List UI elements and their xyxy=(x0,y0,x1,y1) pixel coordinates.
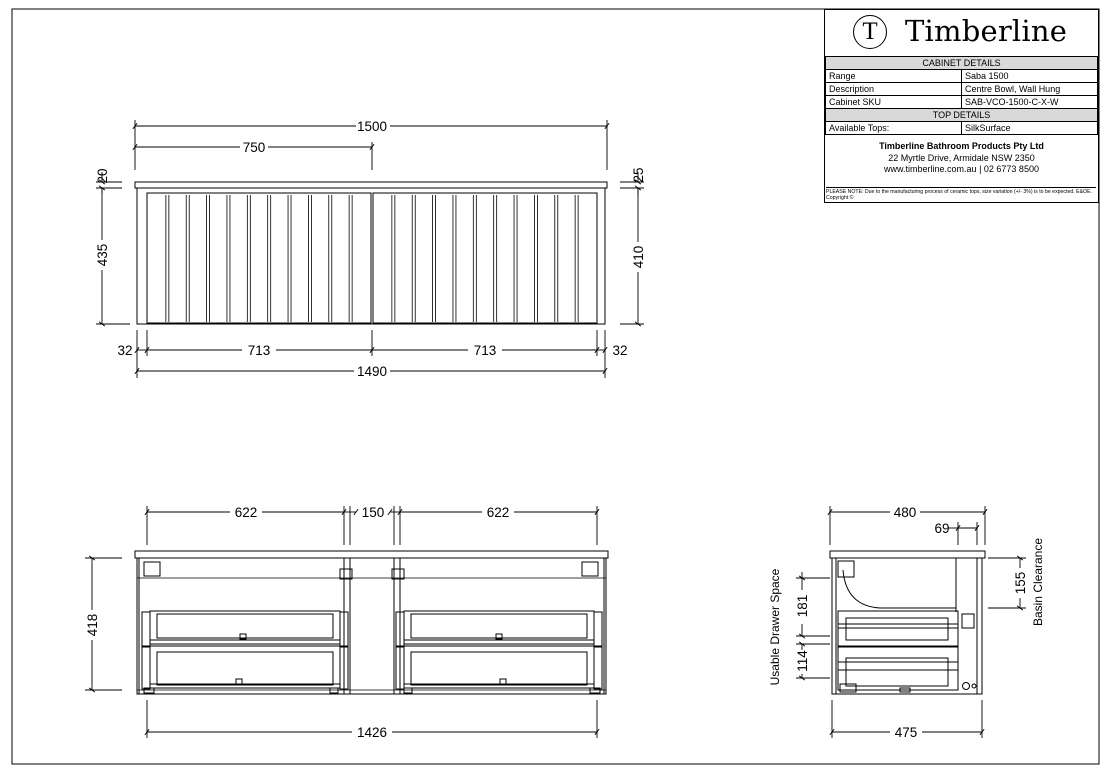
row-label-tops: Available Tops: xyxy=(825,121,962,135)
dim-overall-width: 1500 xyxy=(357,119,387,134)
dim-cabinet-height: 435 xyxy=(95,244,110,267)
right-door xyxy=(372,192,598,324)
company-contact: www.timberline.com.au | 02 6773 8500 xyxy=(884,164,1039,174)
dim-side-depth-bottom: 475 xyxy=(895,725,918,740)
table-row: Range Saba 1500 xyxy=(825,69,1098,83)
dim-centre-gap: 150 xyxy=(362,505,385,520)
row-value-sku: SAB-VCO-1500-C-X-W xyxy=(961,95,1098,109)
table-row: Description Centre Bowl, Wall Hung xyxy=(825,82,1098,96)
row-value-description: Centre Bowl, Wall Hung xyxy=(961,82,1098,96)
company-info: Timberline Bathroom Products Pty Ltd 22 … xyxy=(825,141,1098,176)
inside-view-dimensions xyxy=(85,506,600,738)
front-view xyxy=(134,181,608,325)
table-row: Cabinet SKU SAB-VCO-1500-C-X-W xyxy=(825,95,1098,109)
dim-side-gap-right: 32 xyxy=(612,343,627,358)
row-value-tops: SilkSurface xyxy=(961,121,1098,135)
top-details-heading: TOP DETAILS xyxy=(825,108,1098,122)
side-view xyxy=(829,550,986,695)
front-view-dimensions xyxy=(96,120,644,378)
title-block: T Timberline CABINET DETAILS Range Saba … xyxy=(824,9,1099,203)
dim-right-bay: 622 xyxy=(487,505,510,520)
cabinet-carcass xyxy=(136,187,606,325)
left-door-slats xyxy=(165,195,353,322)
usable-drawer-space-label: Usable Drawer Space xyxy=(768,568,782,685)
side-carcass xyxy=(831,557,983,695)
brand-name: Timberline xyxy=(905,14,1068,48)
company-address: 22 Myrtle Drive, Armidale NSW 2350 xyxy=(888,152,1035,163)
right-door-slats xyxy=(391,195,579,322)
dim-right-cabinet-height: 410 xyxy=(631,246,646,269)
side-view-dimensions xyxy=(796,506,1026,738)
dim-half-width: 750 xyxy=(243,140,266,155)
row-label-sku: Cabinet SKU xyxy=(825,95,962,109)
table-row: Available Tops: SilkSurface xyxy=(825,121,1098,135)
dim-lower-drawer: 114 xyxy=(795,650,810,672)
dim-bowl-offset: 69 xyxy=(934,521,949,536)
brand-logo: T Timberline xyxy=(825,10,1098,56)
row-label-description: Description xyxy=(825,82,962,96)
dim-side-depth-top: 480 xyxy=(894,505,917,520)
details-table: CABINET DETAILS Range Saba 1500 Descript… xyxy=(825,56,1098,135)
side-view-labels: 480 69 155 Basin Clearance 181 114 Usabl… xyxy=(768,505,1045,740)
dim-inside-height: 418 xyxy=(85,614,100,637)
dim-right-top-thickness: 25 xyxy=(631,167,646,182)
inside-carcass xyxy=(136,557,607,695)
cabinet-details-heading: CABINET DETAILS xyxy=(825,56,1098,70)
front-view-labels: 1500 750 20 435 25 410 32 713 713 32 149… xyxy=(95,119,646,379)
sheet-border xyxy=(11,8,1100,765)
row-value-range: Saba 1500 xyxy=(961,69,1098,83)
dim-upper-drawer: 181 xyxy=(795,595,810,618)
dim-top-thickness: 20 xyxy=(95,168,110,183)
dim-door-width-left: 713 xyxy=(248,343,271,358)
inside-view-labels: 622 150 622 418 1426 xyxy=(85,505,509,740)
company-name: Timberline Bathroom Products Pty Ltd xyxy=(879,141,1044,151)
dim-basin-clearance: 155 xyxy=(1013,572,1028,595)
dim-side-gap-left: 32 xyxy=(117,343,132,358)
left-door xyxy=(146,192,372,324)
brand-mark: T xyxy=(853,15,887,49)
benchtop xyxy=(134,181,608,189)
inside-benchtop xyxy=(134,550,609,559)
disclaimer-note: PLEASE NOTE: Due to the manufacturing pr… xyxy=(826,187,1096,201)
dim-cabinet-width: 1490 xyxy=(357,364,387,379)
dim-door-width-right: 713 xyxy=(474,343,497,358)
inside-view xyxy=(134,550,609,695)
row-label-range: Range xyxy=(825,69,962,83)
dim-inside-width: 1426 xyxy=(357,725,387,740)
side-benchtop xyxy=(829,550,986,559)
dim-left-bay: 622 xyxy=(235,505,258,520)
basin-clearance-label: Basin Clearance xyxy=(1031,538,1045,626)
